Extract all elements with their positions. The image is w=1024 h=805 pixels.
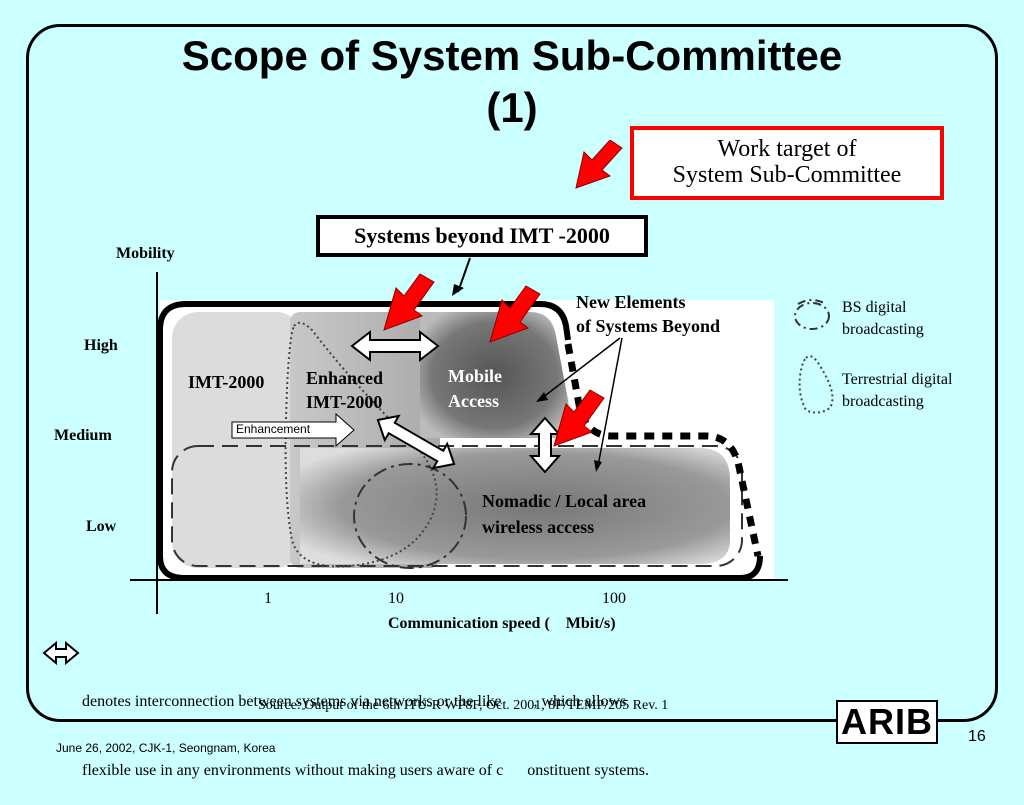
imt2000-region	[172, 312, 302, 568]
x-tick-1: 1	[264, 590, 272, 607]
nomadic-label: Nomadic / Local area wireless access	[482, 488, 646, 540]
enhancement-arrow	[231, 412, 355, 448]
terrestrial-legend-line1: Terrestrial digital	[842, 371, 953, 388]
interconnect-arrow-horizontal	[350, 329, 440, 363]
bs-legend-icon	[797, 299, 827, 305]
terrestrial-legend-icon	[798, 355, 834, 414]
y-level-medium: Medium	[54, 427, 112, 444]
beyond-pointer	[457, 257, 471, 293]
interconnection-note: denotes interconnection between systems …	[82, 644, 649, 805]
nomadic-label-line2: wireless access	[482, 517, 595, 537]
nomadic-region	[300, 448, 730, 564]
nomadic-label-line1: Nomadic / Local area	[482, 491, 647, 511]
new-element-pointer-1-head	[536, 392, 548, 402]
enhanced-label-line1: Enhanced	[306, 368, 384, 388]
mobile-label-line1: Mobile	[448, 366, 502, 386]
red-arrow-icon	[553, 389, 605, 447]
bs-broadcast-region	[353, 463, 467, 569]
red-arrow-icon	[575, 140, 623, 189]
page-number: 16	[968, 728, 986, 745]
arib-logo: ARIB	[836, 700, 938, 744]
slide-title: Scope of System Sub-Committee	[181, 32, 843, 79]
terrestrial-legend-line2: broadcasting	[842, 393, 924, 410]
x-tick-10: 10	[388, 590, 404, 607]
enhanced-label-line2: IMT-2000	[306, 392, 383, 412]
source-note: Source: Output of the 6th ITU-R WP8F, Oc…	[258, 698, 669, 713]
mobile-label-line2: Access	[448, 391, 499, 411]
y-axis-label: Mobility	[116, 245, 175, 262]
red-arrow-icon	[383, 273, 435, 331]
y-level-low: Low	[86, 518, 117, 535]
imt2000-boundary-top	[157, 301, 571, 341]
new-element-pointer-2	[597, 337, 623, 467]
x-tick-100: 100	[602, 590, 626, 607]
interconnect-arrow-diagonal	[376, 414, 456, 470]
nomadic-outline	[171, 445, 743, 567]
slide-title-part: (1)	[486, 84, 538, 131]
scope-diagram	[42, 257, 834, 666]
imt2000-boundary-bottom	[157, 330, 763, 581]
terrestrial-legend-label: Terrestrial digital broadcasting	[842, 369, 952, 413]
x-axis-label: Communication speed ( Mbit/s)	[388, 615, 616, 632]
red-arrow-icon	[489, 285, 541, 343]
enhanced-imt2000-label: Enhanced IMT-2000	[306, 366, 383, 414]
mobile-access-region	[420, 312, 569, 438]
imt2000-label: IMT-2000	[188, 372, 265, 392]
new-element-pointer-1	[541, 337, 621, 399]
interconnection-line1: denotes interconnection between systems …	[82, 693, 627, 710]
terrestrial-broadcast-region	[284, 321, 438, 568]
enhancement-label: Enhancement	[236, 422, 311, 436]
bs-legend-line2: broadcasting	[842, 321, 924, 338]
bs-legend-label: BS digital broadcasting	[842, 297, 924, 341]
beyond-pointer-head	[452, 284, 464, 296]
footer-text: June 26, 2002, CJK-1, Seongnam, Korea	[56, 741, 276, 755]
work-target-line2: System Sub-Committee	[672, 162, 902, 188]
new-elements-label: New Elements of Systems Beyond	[576, 290, 720, 338]
interconnect-arrow-vertical	[528, 416, 562, 474]
work-target-box: Work target of System Sub-Committee	[630, 126, 944, 200]
bs-legend-icon	[794, 302, 830, 330]
y-level-high: High	[84, 337, 118, 354]
bs-legend-line1: BS digital	[842, 299, 907, 316]
mobile-access-label: Mobile Access	[448, 364, 502, 414]
slide-frame	[26, 24, 998, 722]
new-elements-line2: of Systems Beyond	[576, 316, 721, 336]
new-elements-line1: New Elements	[576, 292, 686, 312]
interconnection-line2: flexible use in any environments without…	[82, 762, 649, 779]
work-target-line1: Work target of	[717, 136, 857, 162]
new-element-pointer-2-head	[594, 460, 602, 472]
systems-beyond-box: Systems beyond IMT -2000	[316, 215, 648, 257]
interconnect-legend-icon	[42, 640, 80, 666]
